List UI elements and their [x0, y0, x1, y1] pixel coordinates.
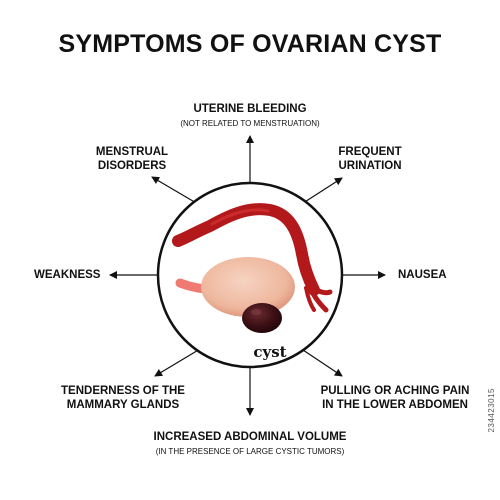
symptom-note: (IN THE PRESENCE OF LARGE CYSTIC TUMORS) [155, 447, 345, 456]
cyst-shine [251, 309, 261, 315]
symptom-note: (NOT RELATED TO MENSTRUATION) [180, 119, 320, 128]
symptom-frequent-urination: FREQUENT URINATION [315, 145, 425, 173]
symptom-pulling-pain: PULLING OR ACHING PAIN IN THE LOWER ABDO… [305, 384, 485, 412]
symptom-label-line1: MENSTRUAL [95, 146, 169, 158]
symptom-label: UTERINE BLEEDING [193, 103, 307, 115]
symptom-abdominal-volume: INCREASED ABDOMINAL VOLUME (IN THE PRESE… [110, 430, 390, 458]
cyst [242, 303, 282, 333]
symptom-label-line2: URINATION [338, 160, 402, 172]
page-title: SYMPTOMS OF OVARIAN CYST [58, 30, 442, 58]
arrow-down-right [296, 345, 343, 377]
cyst-label: cyst [253, 343, 286, 361]
fallopian-tube-highlight [210, 208, 270, 226]
symptom-label: WEAKNESS [34, 269, 101, 281]
symptom-label-line1: PULLING OR ACHING PAIN [320, 385, 470, 397]
symptom-uterine-bleeding: UTERINE BLEEDING (NOT RELATED TO MENSTRU… [150, 102, 350, 130]
symptom-label: INCREASED ABDOMINAL VOLUME [153, 431, 347, 443]
symptom-menstrual-disorders: MENSTRUAL DISORDERS [72, 145, 192, 173]
stock-id-watermark: 234423015 [487, 388, 496, 433]
symptom-label-line1: FREQUENT [338, 146, 402, 158]
fallopian-tube [172, 203, 320, 296]
symptom-label: NAUSEA [398, 269, 447, 281]
symptom-label-line1: TENDERNESS OF THE [61, 385, 185, 397]
symptom-weakness: WEAKNESS [34, 268, 114, 282]
fimbriae-3 [304, 286, 316, 312]
ovary [201, 257, 295, 317]
symptom-tenderness: TENDERNESS OF THE MAMMARY GLANDS [38, 384, 208, 412]
fimbriae-2 [307, 283, 333, 296]
symptom-label-line2: MAMMARY GLANDS [66, 399, 180, 411]
symptom-label-line2: IN THE LOWER ABDOMEN [322, 399, 468, 411]
symptom-nausea: NAUSEA [398, 268, 478, 282]
symptom-label-line2: DISORDERS [97, 160, 167, 172]
